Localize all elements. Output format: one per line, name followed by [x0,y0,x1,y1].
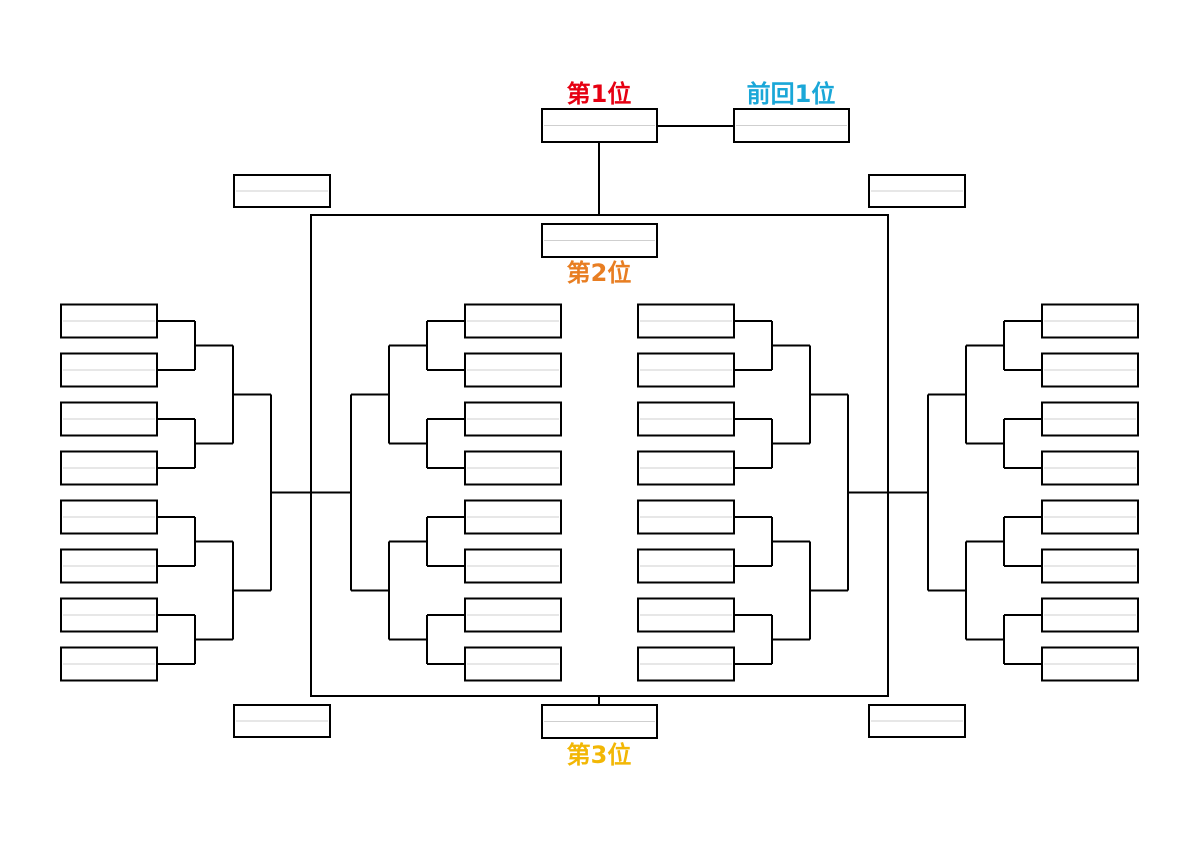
left-inner-entrant-slot-2[interactable] [464,352,562,388]
right-inner-entrant-slot-3[interactable] [637,401,735,437]
left-inner-entrant-slot-1[interactable] [464,303,562,339]
right-inner-entrant-slot-8[interactable] [637,646,735,682]
top-left-extra-slot[interactable] [233,174,331,208]
previous-champion-slot[interactable] [733,108,850,143]
left-outer-entrant-slot-2[interactable] [60,352,158,388]
left-inner-entrant-slot-7[interactable] [464,597,562,633]
right-outer-entrant-slot-1[interactable] [1041,303,1139,339]
right-inner-entrant-slot-2[interactable] [637,352,735,388]
left-outer-entrant-slot-7[interactable] [60,597,158,633]
right-inner-entrant-slot-1[interactable] [637,303,735,339]
left-inner-entrant-slot-6[interactable] [464,548,562,584]
right-inner-entrant-slot-7[interactable] [637,597,735,633]
left-inner-entrant-slot-3[interactable] [464,401,562,437]
left-inner-entrant-slot-5[interactable] [464,499,562,535]
first-place-label: 第1位 [566,80,632,108]
right-outer-entrant-slot-6[interactable] [1041,548,1139,584]
right-outer-entrant-slot-4[interactable] [1041,450,1139,486]
second-place-slot[interactable] [541,223,658,258]
second-place-label: 第2位 [566,259,632,287]
third-place-slot[interactable] [541,704,658,739]
third-place-label: 第3位 [566,741,632,769]
left-outer-entrant-slot-5[interactable] [60,499,158,535]
right-outer-entrant-slot-8[interactable] [1041,646,1139,682]
top-right-extra-slot[interactable] [868,174,966,208]
right-outer-entrant-slot-2[interactable] [1041,352,1139,388]
first-place-slot[interactable] [541,108,658,143]
semifinal-frame [310,214,889,697]
left-outer-entrant-slot-1[interactable] [60,303,158,339]
right-inner-entrant-slot-5[interactable] [637,499,735,535]
bottom-left-extra-slot[interactable] [233,704,331,738]
left-outer-entrant-slot-4[interactable] [60,450,158,486]
left-outer-entrant-slot-6[interactable] [60,548,158,584]
left-outer-entrant-slot-8[interactable] [60,646,158,682]
right-outer-entrant-slot-5[interactable] [1041,499,1139,535]
left-inner-entrant-slot-4[interactable] [464,450,562,486]
right-inner-entrant-slot-4[interactable] [637,450,735,486]
previous-champion-label: 前回1位 [746,80,836,108]
right-inner-entrant-slot-6[interactable] [637,548,735,584]
right-outer-entrant-slot-7[interactable] [1041,597,1139,633]
right-outer-entrant-slot-3[interactable] [1041,401,1139,437]
left-inner-entrant-slot-8[interactable] [464,646,562,682]
bottom-right-extra-slot[interactable] [868,704,966,738]
left-outer-entrant-slot-3[interactable] [60,401,158,437]
